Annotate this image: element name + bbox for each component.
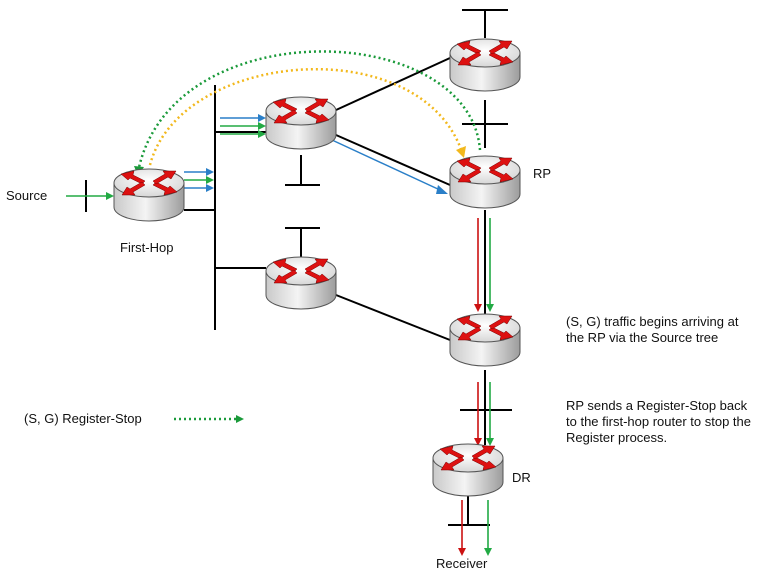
note-rp-sends-register-stop: RP sends a Register-Stop back to the fir… bbox=[566, 398, 751, 445]
router-first-hop bbox=[113, 168, 185, 222]
router-rp bbox=[449, 155, 521, 209]
shared-tree-arrows bbox=[461, 218, 491, 548]
router-top bbox=[449, 38, 521, 92]
receiver-label: Receiver bbox=[436, 556, 488, 571]
shared-tree-arrowheads bbox=[458, 304, 494, 556]
note-traffic-arriving: (S, G) traffic begins arriving at the RP… bbox=[566, 314, 739, 345]
router-upper-middle bbox=[265, 96, 337, 150]
network-links bbox=[85, 9, 512, 526]
source-tree-arrows bbox=[184, 117, 441, 191]
register-arrowhead-icon bbox=[456, 146, 466, 158]
register-arc bbox=[148, 68, 464, 166]
source-tree-arrowheads bbox=[206, 114, 448, 194]
router-bottom bbox=[449, 313, 521, 367]
source-label: Source bbox=[6, 188, 48, 203]
legend-register-stop-line bbox=[174, 415, 244, 423]
router-lower-middle bbox=[265, 256, 337, 310]
legend-register-stop-label: (S, G) Register-Stop bbox=[24, 411, 142, 426]
first-hop-label: First-Hop bbox=[120, 240, 174, 255]
rp-label: RP bbox=[533, 166, 552, 181]
dr-label: DR bbox=[512, 470, 531, 485]
source-arrow-icon bbox=[66, 192, 114, 200]
router-dr bbox=[432, 443, 504, 497]
register-arcs bbox=[136, 50, 482, 173]
